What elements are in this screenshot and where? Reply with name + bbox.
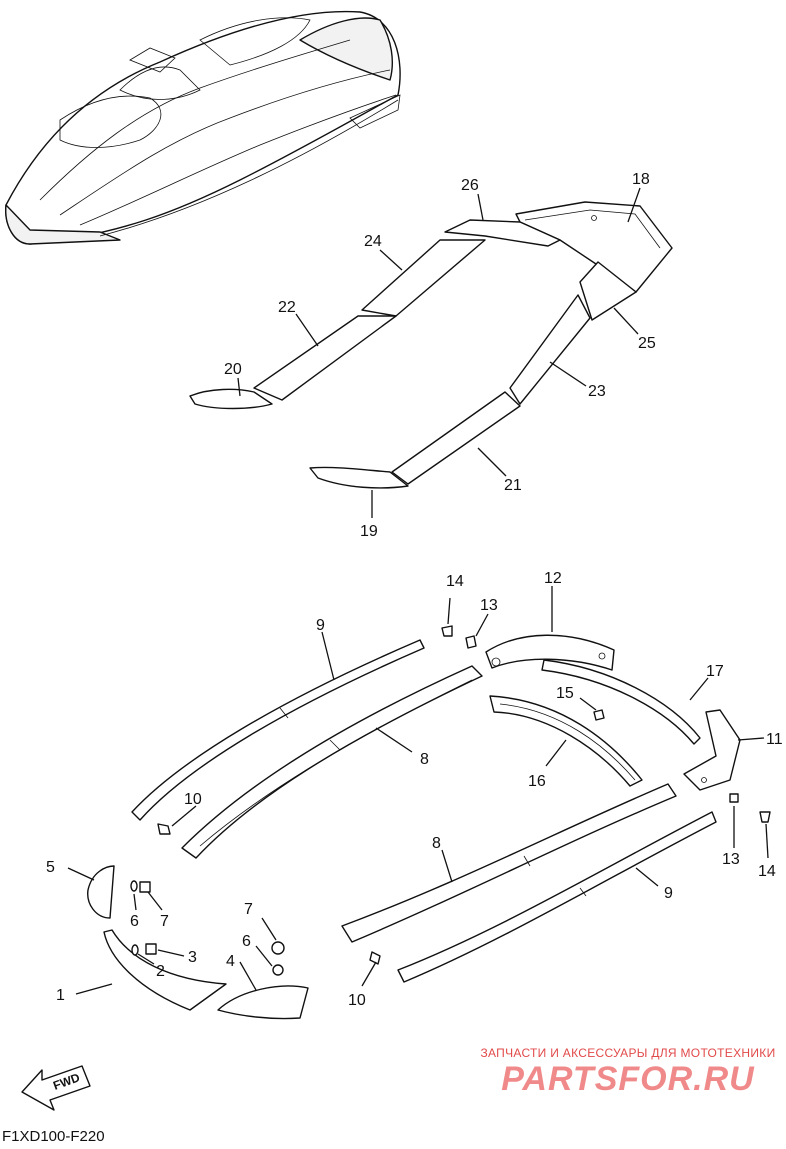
fwd-arrow: FWD bbox=[21, 1065, 91, 1111]
callout-6-left: 6 bbox=[130, 913, 139, 930]
mat-23 bbox=[509, 294, 591, 405]
callout-26: 26 bbox=[461, 177, 479, 194]
part-6-right bbox=[272, 964, 284, 976]
deck-mats bbox=[189, 201, 673, 489]
callout-9-bottom: 9 bbox=[664, 885, 673, 902]
callout-10-left: 10 bbox=[184, 791, 202, 808]
callout-1: 1 bbox=[56, 987, 65, 1004]
part-1 bbox=[103, 929, 227, 1011]
callout-23: 23 bbox=[588, 383, 606, 400]
watermark: ЗАПЧАСТИ И АКСЕССУАРЫ ДЛЯ МОТОТЕХНИКИ PA… bbox=[478, 1046, 778, 1096]
fastener-14-top bbox=[441, 625, 453, 637]
callout-25: 25 bbox=[638, 335, 656, 352]
fastener-13-right bbox=[729, 793, 739, 803]
rail-9-left bbox=[131, 639, 425, 821]
callout-5: 5 bbox=[46, 859, 55, 876]
watermark-brand: PARTSFOR.RU bbox=[501, 1060, 755, 1098]
front-parts bbox=[87, 625, 771, 1020]
callout-4: 4 bbox=[226, 953, 235, 970]
callout-8-bottom: 8 bbox=[432, 835, 441, 852]
callout-3: 3 bbox=[188, 949, 197, 966]
callout-9-top: 9 bbox=[316, 617, 325, 634]
fastener-15 bbox=[593, 709, 605, 721]
part-5 bbox=[87, 865, 115, 919]
rail-9-right bbox=[397, 811, 717, 983]
part-16 bbox=[489, 695, 643, 787]
rail-8-right bbox=[341, 783, 677, 943]
diagram-code: F1XD100-F220 bbox=[2, 1128, 105, 1145]
callout-10-bottom: 10 bbox=[348, 992, 366, 1009]
callout-19: 19 bbox=[360, 523, 378, 540]
part-7-left bbox=[139, 881, 151, 893]
mat-26 bbox=[444, 219, 561, 247]
fastener-13-top bbox=[465, 635, 477, 649]
callout-14-right: 14 bbox=[758, 863, 776, 880]
part-7-right bbox=[271, 941, 285, 955]
callout-17: 17 bbox=[706, 663, 724, 680]
watermark-tagline: ЗАПЧАСТИ И АКСЕССУАРЫ ДЛЯ МОТОТЕХНИКИ bbox=[480, 1046, 776, 1060]
part-12 bbox=[485, 634, 615, 671]
rails-and-trim bbox=[131, 634, 741, 983]
rail-8-left bbox=[181, 665, 483, 859]
callout-labels: 26 18 24 22 20 25 23 21 19 9 8 14 13 12 … bbox=[46, 171, 783, 1009]
callout-21: 21 bbox=[504, 477, 522, 494]
callout-2: 2 bbox=[156, 963, 165, 980]
callout-22: 22 bbox=[278, 299, 296, 316]
mat-19 bbox=[309, 466, 409, 489]
mat-20 bbox=[189, 388, 273, 410]
callout-18: 18 bbox=[632, 171, 650, 188]
part-11 bbox=[683, 709, 741, 791]
callout-14-top: 14 bbox=[446, 573, 464, 590]
fastener-10-left bbox=[157, 823, 171, 835]
callout-11: 11 bbox=[766, 731, 783, 748]
mat-24 bbox=[361, 239, 486, 317]
callout-12: 12 bbox=[544, 570, 562, 587]
callout-20: 20 bbox=[224, 361, 242, 378]
fastener-14-right bbox=[759, 811, 771, 823]
watercraft-illustration bbox=[5, 10, 401, 245]
part-6-left bbox=[130, 880, 138, 892]
callout-7-right: 7 bbox=[244, 901, 253, 918]
callout-6-right: 6 bbox=[242, 933, 251, 950]
callout-13-top: 13 bbox=[480, 597, 498, 614]
mat-21 bbox=[391, 391, 521, 485]
leader-lines bbox=[67, 187, 769, 995]
callout-15: 15 bbox=[556, 685, 574, 702]
callout-8-top: 8 bbox=[420, 751, 429, 768]
part-3 bbox=[145, 943, 157, 955]
part-2 bbox=[131, 944, 139, 956]
fastener-10-right bbox=[369, 951, 381, 965]
callout-24: 24 bbox=[364, 233, 382, 250]
mat-22 bbox=[253, 315, 397, 401]
callout-13-right: 13 bbox=[722, 851, 740, 868]
part-17 bbox=[541, 659, 701, 745]
mat-25 bbox=[579, 261, 637, 321]
callout-7-left: 7 bbox=[160, 913, 169, 930]
part-4 bbox=[217, 985, 309, 1020]
callout-16: 16 bbox=[528, 773, 546, 790]
